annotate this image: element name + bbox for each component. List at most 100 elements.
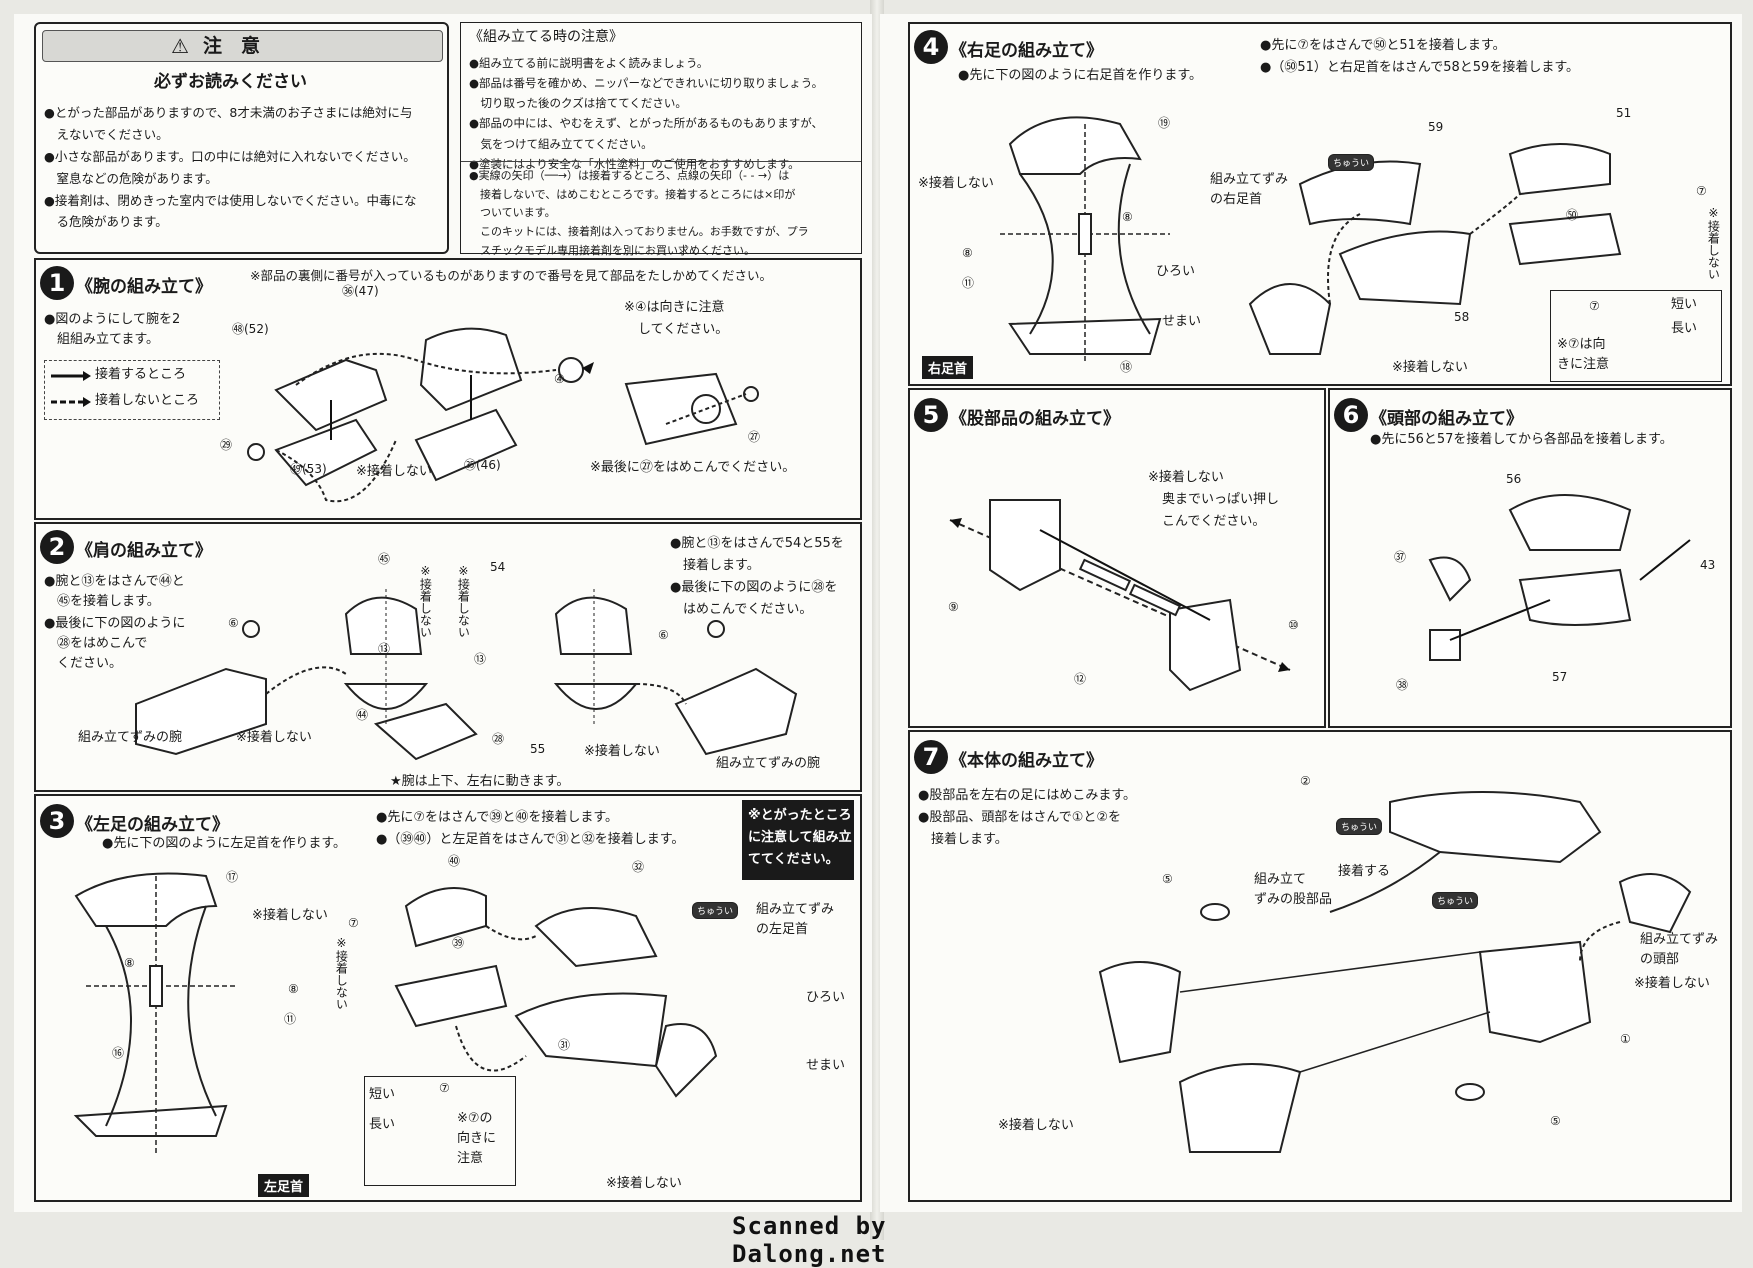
short-label: 短い bbox=[369, 1087, 396, 1102]
part-label: ④ bbox=[554, 372, 565, 386]
part-label: 51 bbox=[1616, 106, 1632, 120]
warning-line: に注意して組み立 bbox=[748, 830, 852, 845]
short-label: 短い bbox=[1671, 297, 1698, 312]
step1-panel: 1 《腕の組み立て》 ※部品の裏側に番号が入っているものがありますので番号を見て… bbox=[34, 258, 862, 520]
right-leg-diagram bbox=[1248, 143, 1622, 355]
arm-parts-diagram bbox=[247, 327, 594, 503]
step1-number: 1 bbox=[40, 266, 74, 300]
step3-no-glue: ※接着しない bbox=[252, 908, 328, 923]
chui-tag: ちゅうい bbox=[1336, 818, 1383, 835]
warning-triangle-icon: ⚠ bbox=[171, 34, 189, 58]
step2-no-glue: ※接着しない bbox=[584, 744, 660, 759]
part-label: ⑩ bbox=[1288, 618, 1299, 632]
step4-panel: 4 《右足の組み立て》 ●先に下の図のように右足首を作ります。 ●先に⑦をはさん… bbox=[908, 22, 1732, 386]
step4-inset: ⑦ 短い 長い ※⑦は向 きに注意 bbox=[1550, 290, 1722, 382]
step2-number: 2 bbox=[40, 530, 74, 564]
right-ankle-tag: 右足首 bbox=[922, 356, 974, 379]
step6-panel: 6 《頭部の組み立て》 ●先に56と57を接着してから各部品を接着します。 56… bbox=[1328, 388, 1732, 728]
step3-right-line: ●先に⑦をはさんで㊴と㊵を接着します。 bbox=[376, 810, 619, 825]
step4-title: 《右足の組み立て》 bbox=[950, 41, 1103, 61]
part-label: ⑬ bbox=[474, 652, 487, 666]
step3-number: 3 bbox=[40, 804, 74, 838]
part-label: 55 bbox=[530, 742, 546, 756]
step7-title: 《本体の組み立て》 bbox=[950, 751, 1103, 771]
step1-line: ●図のようにして腕を2 bbox=[44, 312, 181, 327]
assembly-note-line: 切り取った後のクズは捨ててください。 bbox=[469, 96, 687, 111]
assembly-notes-title: 《組み立てる時の注意》 bbox=[469, 29, 623, 45]
warning-line: ててください。 bbox=[748, 852, 839, 867]
step1-legend: 接着するところ 接着しないところ bbox=[44, 360, 220, 420]
arrow-note-line: ついています。 bbox=[469, 206, 556, 220]
glue-arrow-icon bbox=[51, 371, 91, 381]
step4-no-glue: ※接着しない bbox=[1392, 360, 1468, 375]
step7-number: 7 bbox=[914, 740, 948, 774]
step6-title: 《頭部の組み立て》 bbox=[1370, 409, 1523, 429]
arrow-note-line: ●実線の矢印（──→）は接着するところ、点線の矢印（- - →）は bbox=[469, 169, 790, 182]
step1-line: 組組み立てます。 bbox=[44, 332, 160, 347]
step5-number: 5 bbox=[914, 398, 948, 432]
part-label: 57 bbox=[1552, 670, 1568, 684]
step5-note: こんでください。 bbox=[1162, 514, 1266, 529]
no-glue-arrow-icon bbox=[51, 397, 91, 407]
part-label: ⑧ bbox=[1122, 210, 1133, 224]
part-label: ⑪ bbox=[284, 1012, 297, 1026]
arrow-note-line: このキットには、接着剤は入っておりません。お手数ですが、プラ bbox=[469, 225, 809, 239]
part-label: ⑨ bbox=[948, 600, 959, 614]
part-label: ㉛ bbox=[558, 1038, 571, 1052]
part-label: ㊽(52) bbox=[232, 322, 269, 336]
part-label: ⑥ bbox=[658, 628, 669, 642]
step2-line: ください。 bbox=[44, 656, 123, 671]
step2-movement-note: ★腕は上下、左右に動きます。 bbox=[390, 774, 570, 789]
part-label: ㉗ bbox=[748, 430, 761, 444]
part-label: ㊹ bbox=[356, 708, 369, 722]
caution-line: えないでください。 bbox=[44, 126, 169, 142]
part-label: ⑤ bbox=[1162, 872, 1173, 886]
step2-right-line: はめこんでください。 bbox=[670, 602, 813, 617]
step3-assembled-ankle: の左足首 bbox=[756, 922, 809, 937]
step1-direction-note: ※④は向きに注意 bbox=[624, 300, 725, 315]
part-label: ㊳ bbox=[1396, 678, 1409, 692]
assembly-notes-box: 《組み立てる時の注意》 ●組み立てる前に説明書をよく読みましょう。 ●部品は番号… bbox=[460, 22, 862, 257]
assembly-note-line: ●塗装にはより安全な「水性塗料」のご使用をおすすめします。 bbox=[469, 156, 800, 171]
arrow-note-line: 接着しないで、はめこむところです。接着するところには×印が bbox=[469, 187, 796, 201]
chui-tag: ちゅうい bbox=[1432, 892, 1479, 909]
part-label: ㊾(53) bbox=[290, 462, 327, 476]
step3-title: 《左足の組み立て》 bbox=[76, 815, 229, 835]
step7-panel: 7 《本体の組み立て》 ●股部品を左右の足にはめこみます。 ●股部品、頭部をはさ… bbox=[908, 730, 1732, 1202]
arm-detail-diagram bbox=[624, 372, 759, 446]
step4-line: ●先に下の図のように右足首を作ります。 bbox=[958, 68, 1203, 83]
part-label: ㉙ bbox=[220, 438, 233, 452]
step3-panel: 3 《左足の組み立て》 ●先に下の図のように左足首を作ります。 ●先に⑦をはさん… bbox=[34, 794, 862, 1202]
assembly-note-line: ●組み立てる前に説明書をよく読みましょう。 bbox=[469, 56, 709, 70]
step2-no-glue: ※接着しない bbox=[236, 730, 312, 745]
long-label: 長い bbox=[369, 1117, 396, 1132]
step4-narrow: せまい bbox=[1162, 314, 1202, 329]
part-label: ⑦ bbox=[1696, 184, 1707, 198]
part-label: 59 bbox=[1428, 120, 1444, 134]
step4-no-glue-vertical: ※接着しない bbox=[1706, 206, 1721, 280]
part-label: ⑧ bbox=[288, 982, 299, 996]
long-label: 長い bbox=[1671, 321, 1698, 336]
part-label: ⑦ bbox=[348, 916, 359, 930]
step2-right-line: 接着します。 bbox=[670, 558, 760, 573]
assembly-note-line: ●部品は番号を確かめ、ニッパーなどできれいに切り取りましょう。 bbox=[469, 76, 824, 91]
step2-no-glue-vertical: ※接着しない bbox=[418, 564, 433, 638]
notes-divider bbox=[461, 161, 861, 162]
head-diagram bbox=[1428, 494, 1691, 661]
body-assembly-diagram bbox=[1098, 791, 1692, 1153]
step2-line: ●最後に下の図のように bbox=[44, 616, 186, 631]
warning-line: ※とがったところ bbox=[748, 808, 852, 823]
orientation-note: 向きに bbox=[457, 1131, 497, 1146]
shoulder-diagram bbox=[135, 589, 798, 761]
caution-box: ⚠ 注 意 必ずお読みください ●とがった部品がありますので、8才未満のお子さま… bbox=[34, 22, 449, 254]
part-label: ⑧ bbox=[962, 246, 973, 260]
step4-wide: ひろい bbox=[1156, 264, 1196, 279]
right-leg-ankle-diagram bbox=[1000, 116, 1170, 364]
legend-glue-label: 接着するところ bbox=[95, 367, 187, 382]
caution-subtitle: 必ずお読みください bbox=[154, 72, 307, 92]
chui-tag: ちゅうい bbox=[692, 902, 739, 919]
step4-right-line: ●先に⑦をはさんで㊿と51を接着します。 bbox=[1260, 38, 1506, 53]
part-label: ⑧ bbox=[124, 956, 135, 970]
assembly-note-line: 気をつけて組み立ててください。 bbox=[469, 136, 653, 151]
step4-assembled-ankle: の右足首 bbox=[1210, 192, 1263, 207]
